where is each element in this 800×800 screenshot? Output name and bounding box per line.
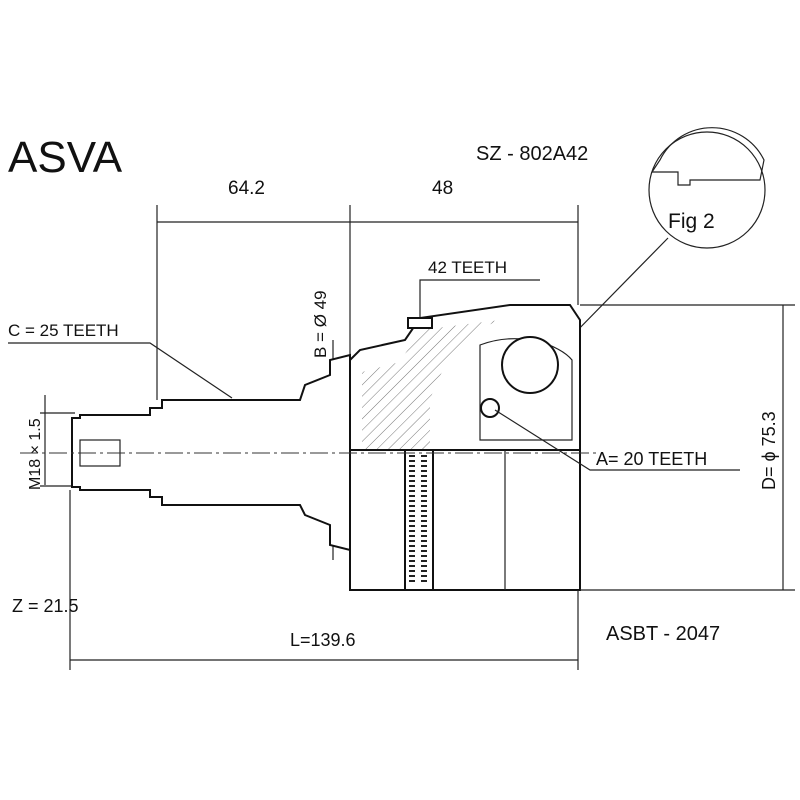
abs-ring-teeth <box>409 455 427 585</box>
top-dimensions: 64.2 48 <box>156 178 579 400</box>
bore-label: B = Ø 49 <box>311 290 330 358</box>
dim-shaft-length: 64.2 <box>228 178 265 199</box>
thread-label: M18 × 1.5 <box>27 418 44 490</box>
z-label: Z = 21.5 <box>12 596 79 616</box>
fig2-label: Fig 2 <box>668 210 715 233</box>
part-number: SZ - 802A42 <box>476 143 588 165</box>
spline-a-label: A= 20 TEETH <box>596 449 707 469</box>
outer-diameter-label: D= ϕ 75.3 <box>759 411 779 490</box>
outer-housing <box>349 304 581 591</box>
dim-housing-length: 48 <box>432 178 453 199</box>
fig2-detail: Fig 2 <box>567 127 766 341</box>
total-length-label: L=139.6 <box>290 630 356 650</box>
spline-c-label: C = 25 TEETH <box>8 321 119 340</box>
abs-ring-part: ASBT - 2047 <box>606 623 720 645</box>
brand-logo: ASVA <box>8 133 123 182</box>
outer-teeth-label: 42 TEETH <box>428 258 507 277</box>
